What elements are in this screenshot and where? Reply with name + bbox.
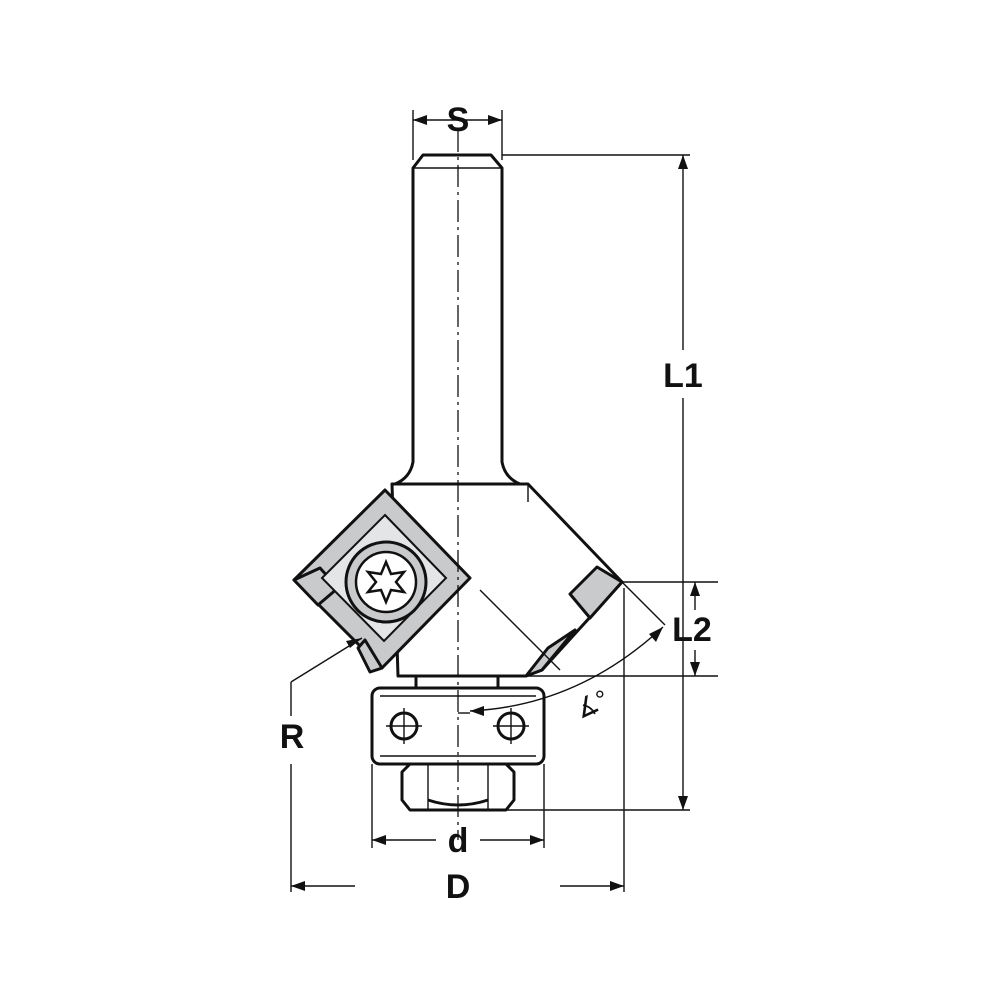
dimension-l1 (502, 154, 690, 811)
dimension-l2 (498, 581, 718, 677)
angle-dimension (458, 581, 666, 716)
dimension-l1-label: L1 (663, 357, 703, 395)
dimension-d-large-label: D (446, 868, 471, 906)
dimension-d-small-label: d (448, 822, 469, 860)
dimension-s (412, 110, 503, 160)
angle-label: ∡° (570, 683, 613, 724)
dimension-s-label: S (447, 101, 470, 139)
dimension-d-large (291, 588, 625, 892)
dimension-l2-label: L2 (672, 611, 712, 649)
dimension-d-small (371, 764, 545, 848)
cutter-head (390, 482, 624, 678)
dimension-r-label: R (280, 718, 305, 756)
torx-screw-icon (365, 558, 407, 606)
cutting-insert (292, 488, 472, 674)
dimension-r (290, 637, 363, 892)
